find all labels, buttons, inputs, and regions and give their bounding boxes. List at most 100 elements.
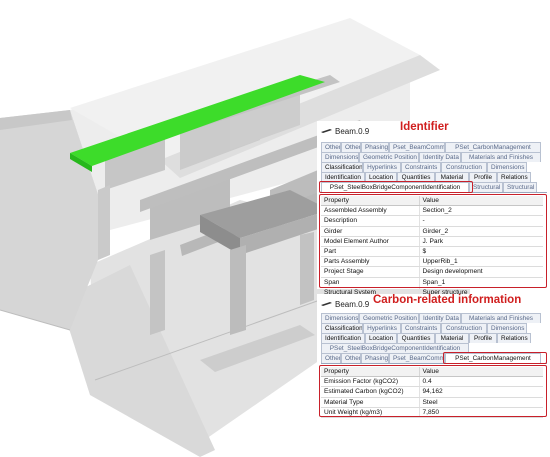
tab-identification[interactable]: Identification (321, 333, 365, 343)
tab-location[interactable]: Location (365, 333, 397, 343)
table-header-row: Property Value (321, 367, 543, 378)
carbon-property-table: Property Value Emission Factor (kgCO2)0.… (321, 367, 543, 418)
tab-row-4: PSet_SteelBoxBridgeComponentIdentificati… (321, 343, 469, 353)
property-value: Girder_2 (419, 226, 543, 237)
property-value: - (419, 215, 543, 227)
property-name: Span (321, 277, 420, 288)
tab-row-3: Classification Hyperlinks Constraints Co… (321, 162, 527, 172)
beam-icon (321, 129, 332, 133)
property-name: Parts Assembly (321, 256, 420, 268)
tab-geometric-position[interactable]: Geometric Position (359, 313, 419, 323)
tab-identity-data[interactable]: Identity Data (419, 152, 461, 162)
tab-construction[interactable]: Construction (441, 162, 487, 172)
tab-dimensions[interactable]: Dimensions (321, 313, 359, 323)
tab-phasing[interactable]: Phasing (361, 353, 389, 363)
col-header-property: Property (321, 367, 420, 378)
tab-material[interactable]: Material (435, 172, 469, 182)
tab-hyperlinks[interactable]: Hyperlinks (363, 162, 401, 172)
tab-quantities[interactable]: Quantities (397, 172, 435, 182)
tab-relations[interactable]: Relations (497, 172, 531, 182)
property-name: Material Type (321, 397, 420, 408)
property-value: UpperRib_1 (419, 256, 543, 268)
tab-structural-1[interactable]: Structural (469, 182, 503, 192)
table-row[interactable]: Emission Factor (kgCO2)0.4 (321, 376, 543, 388)
carbon-heading: Carbon-related information (373, 294, 522, 306)
tab-pset-steelboxbridge[interactable]: PSet_SteelBoxBridgeComponentIdentificati… (321, 182, 469, 192)
property-name: Estimated Carbon (kgCO2) (321, 386, 420, 398)
tab-relations[interactable]: Relations (497, 333, 531, 343)
tab-material[interactable]: Material (435, 333, 469, 343)
tab-callout (319, 181, 473, 193)
identifier-properties-panel: Beam.0.9 Identifier Other Other Phasing … (317, 121, 550, 298)
property-name: Part (321, 246, 420, 258)
table-callout (319, 365, 547, 417)
tab-row-5: Other Other Phasing Pset_BeamCommon PSet… (321, 353, 541, 363)
tab-callout (443, 352, 547, 364)
tab-pset-carbonmanagement[interactable]: PSet_CarbonManagement (445, 142, 541, 152)
tab-identification[interactable]: Identification (321, 172, 365, 182)
property-value: Design development (419, 266, 543, 278)
object-title: Beam.0.9 (321, 300, 369, 309)
tab-other-1[interactable]: Other (321, 353, 341, 363)
col-header-property: Property (321, 196, 420, 207)
col-header-value: Value (419, 367, 543, 378)
identifier-heading: Identifier (400, 121, 449, 133)
tab-construction[interactable]: Construction (441, 323, 487, 333)
tab-row-4: Identification Location Quantities Mater… (321, 172, 531, 182)
tab-quantities[interactable]: Quantities (397, 333, 435, 343)
tab-constraints[interactable]: Constraints (401, 323, 441, 333)
highlighted-beam[interactable] (70, 75, 325, 166)
tab-classification[interactable]: Classification (321, 323, 363, 333)
table-row[interactable]: Part$ (321, 246, 543, 258)
tab-materials-finishes[interactable]: Materials and Finishes (461, 152, 541, 162)
property-name: Description (321, 215, 420, 227)
table-row[interactable]: Estimated Carbon (kgCO2)94,162 (321, 386, 543, 398)
tab-other-1[interactable]: Other (321, 142, 341, 152)
tab-profile[interactable]: Profile (469, 172, 497, 182)
tab-divider (321, 363, 547, 364)
tab-phasing[interactable]: Phasing (361, 142, 389, 152)
tab-classification[interactable]: Classification (321, 162, 363, 172)
table-header-row: Property Value (321, 196, 543, 207)
tab-dimensions[interactable]: Dimensions (321, 152, 359, 162)
object-title: Beam.0.9 (321, 127, 369, 136)
tab-other-2[interactable]: Other (341, 142, 361, 152)
tab-pset-carbonmanagement[interactable]: PSet_CarbonManagement (445, 353, 541, 363)
tab-other-2[interactable]: Other (341, 353, 361, 363)
property-value: J. Park (419, 236, 543, 247)
tab-pset-beamcommon[interactable]: Pset_BeamCommon (389, 142, 445, 152)
beam-icon (321, 302, 332, 306)
tab-constraints[interactable]: Constraints (401, 162, 441, 172)
tab-geometric-position[interactable]: Geometric Position (359, 152, 419, 162)
tab-materials-finishes[interactable]: Materials and Finishes (461, 313, 541, 323)
tab-location[interactable]: Location (365, 172, 397, 182)
tab-pset-beamcommon[interactable]: Pset_BeamCommon (389, 353, 445, 363)
property-name: Girder (321, 226, 420, 237)
tab-row-5: PSet_SteelBoxBridgeComponentIdentificati… (321, 182, 537, 192)
table-row[interactable]: Description- (321, 215, 543, 227)
tab-identity-data[interactable]: Identity Data (419, 313, 461, 323)
tab-row-1: Dimensions Geometric Position Identity D… (321, 313, 541, 323)
tab-row-2: Dimensions Geometric Position Identity D… (321, 152, 541, 162)
tab-dimensions-2[interactable]: Dimensions (487, 162, 527, 172)
property-value: 94,162 (419, 386, 543, 398)
tab-dimensions-2[interactable]: Dimensions (487, 323, 527, 333)
property-value: Section_2 (419, 205, 543, 217)
tab-structural-2[interactable]: Structural (503, 182, 537, 192)
tab-row-3: Identification Location Quantities Mater… (321, 333, 531, 343)
property-name: Emission Factor (kgCO2) (321, 376, 420, 388)
tab-profile[interactable]: Profile (469, 333, 497, 343)
property-value: Span_1 (419, 277, 543, 288)
object-name: Beam.0.9 (335, 300, 370, 309)
tab-hyperlinks[interactable]: Hyperlinks (363, 323, 401, 333)
property-value: Steel (419, 397, 543, 408)
property-name: Model Element Author (321, 236, 420, 247)
tab-pset-steelboxbridge[interactable]: PSet_SteelBoxBridgeComponentIdentificati… (321, 343, 469, 353)
